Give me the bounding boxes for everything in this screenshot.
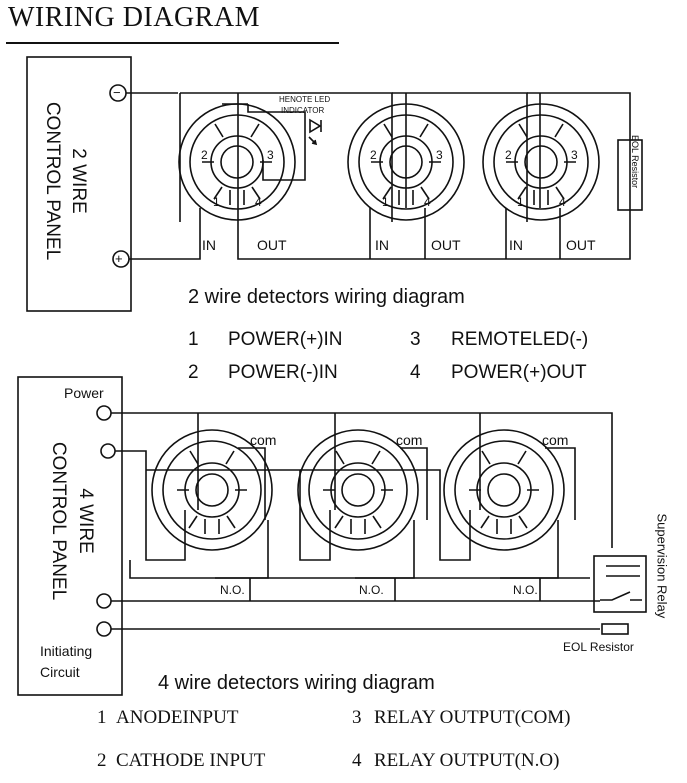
detector-4wire-1 (151, 429, 273, 551)
terminal-power-neg-4wire (96, 405, 112, 421)
legend-4wire-text-2: CATHODE INPUT (116, 750, 266, 771)
initiating-label-line1: Initiating (40, 643, 93, 659)
legend-4wire-text-3: RELAY OUTPUT(COM) (374, 707, 571, 728)
no-label-3: N.O. (513, 583, 538, 597)
eol-resistor-2wire (617, 139, 643, 211)
initiating-label-line2: Circuit (40, 664, 80, 680)
terminal-power-pos-4wire (100, 443, 116, 459)
eol-label-4wire: EOL Resistor (563, 640, 634, 654)
panel-box-2wire (26, 56, 132, 312)
out-label-2: OUT (431, 237, 461, 253)
legend-2wire-text-4: POWER(+)OUT (451, 362, 587, 383)
terminal-num-4: 4 (424, 195, 431, 209)
legend-4wire-num-2: 2 (97, 750, 107, 771)
terminal-init-1-4wire (96, 593, 112, 609)
eol-label-2wire: EOL Resistor (630, 135, 640, 189)
panel-box-4wire (17, 376, 123, 696)
legend-4wire-num-1: 1 (97, 707, 107, 728)
eol-resistor-4wire (601, 623, 629, 635)
legend-4wire-text-4: RELAY OUTPUT(N.O) (374, 750, 560, 771)
in-label-1: IN (202, 237, 216, 253)
panel-label-4wire-line1: 4 WIRE (75, 488, 96, 554)
legend-2wire-num-3: 3 (410, 329, 421, 350)
terminal-num-1: 1 (382, 195, 389, 209)
title-underline (6, 42, 339, 44)
out-label-1: OUT (257, 237, 287, 253)
terminal-num-4: 4 (255, 195, 262, 209)
com-label-1: com (250, 432, 277, 448)
no-label-2: N.O. (359, 583, 384, 597)
power-label: Power (64, 385, 104, 401)
in-label-3: IN (509, 237, 523, 253)
legend-4wire-num-4: 4 (352, 750, 362, 771)
detector-4wire-2 (297, 429, 419, 551)
terminal-num-2: 2 (370, 148, 377, 162)
legend-2wire-num-2: 2 (188, 362, 199, 383)
legend-4wire-num-3: 3 (352, 707, 362, 728)
terminal-num-3: 3 (267, 148, 274, 162)
terminal-num-3: 3 (571, 148, 578, 162)
terminal-num-4: 4 (559, 195, 566, 209)
led-label-line2: INDICATOR (281, 106, 325, 115)
caption-2wire: 2 wire detectors wiring diagram (188, 286, 465, 308)
com-label-3: com (542, 432, 569, 448)
terminal-num-3: 3 (436, 148, 443, 162)
page-title: WIRING DIAGRAM (8, 2, 260, 33)
legend-2wire-text-3: REMOTELED(-) (451, 329, 589, 350)
in-label-2: IN (375, 237, 389, 253)
terminal-num-1: 1 (213, 195, 220, 209)
out-label-3: OUT (566, 237, 596, 253)
detector-2wire-2 (347, 103, 465, 221)
legend-2wire-text-1: POWER(+)IN (228, 329, 343, 350)
terminal-num-2: 2 (505, 148, 512, 162)
supervision-relay-box (593, 555, 647, 613)
supervision-relay-label: Supervision Relay (654, 513, 670, 619)
detector-4wire-3 (443, 429, 565, 551)
detector-2wire-3 (482, 103, 600, 221)
legend-2wire-num-4: 4 (410, 362, 421, 383)
terminal-num-2: 2 (201, 148, 208, 162)
terminal-init-2-4wire (96, 621, 112, 637)
no-label-1: N.O. (220, 583, 245, 597)
terminal-neg-symbol-2wire: − (113, 85, 121, 100)
panel-label-4wire-line2: CONTROL PANEL (48, 441, 69, 601)
panel-label-2wire-line2: CONTROL PANEL (42, 101, 63, 261)
led-label-line1: HENOTE LED (279, 95, 331, 104)
caption-4wire: 4 wire detectors wiring diagram (158, 672, 435, 694)
com-label-2: com (396, 432, 423, 448)
panel-label-2wire-line1: 2 WIRE (68, 148, 89, 214)
legend-4wire-text-1: ANODEINPUT (116, 707, 239, 728)
legend-2wire-text-2: POWER(-)IN (228, 362, 338, 383)
legend-2wire-num-1: 1 (188, 329, 199, 350)
detector-2wire-1 (178, 103, 296, 221)
terminal-pos-symbol-2wire: + (115, 251, 123, 266)
terminal-num-1: 1 (517, 195, 524, 209)
